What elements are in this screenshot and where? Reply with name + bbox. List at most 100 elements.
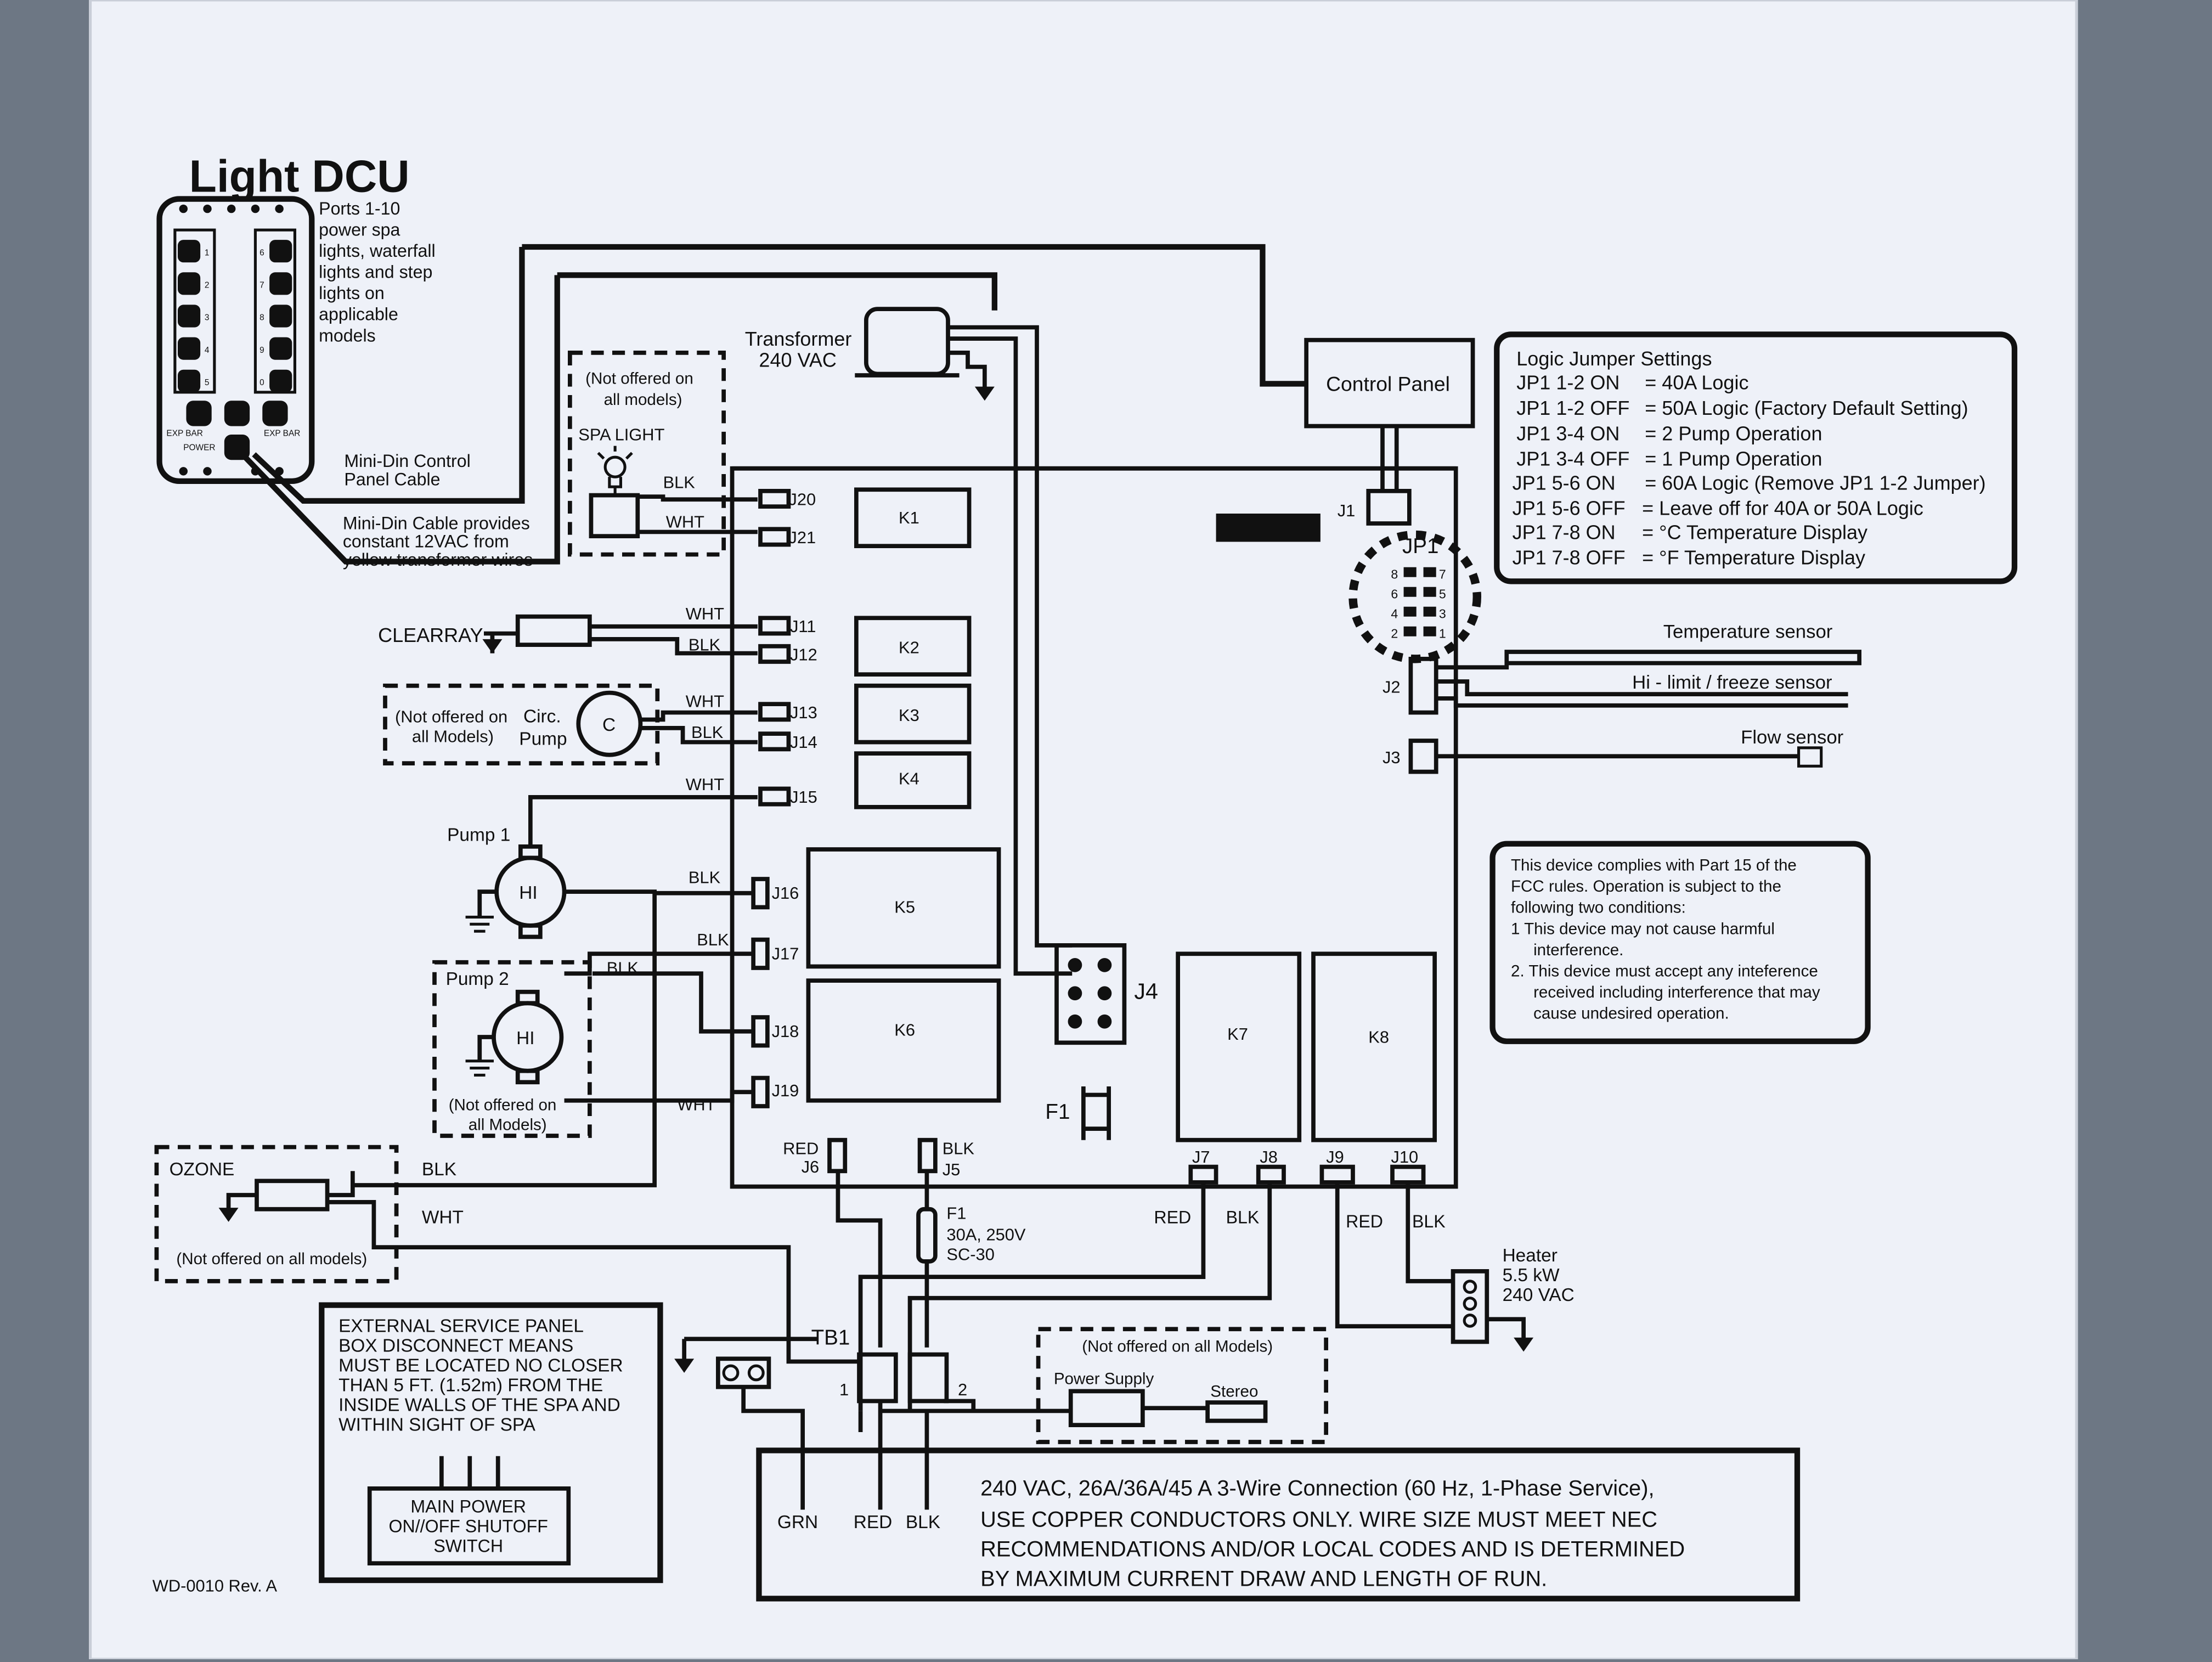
wire-label: WHT	[677, 1095, 715, 1114]
jumper-row-key: JP1 7-8 OFF	[1513, 547, 1626, 569]
circ-pump-motor	[576, 690, 643, 757]
j4-label: J4	[1134, 979, 1158, 1004]
j13-label: J13	[790, 703, 817, 722]
jumper-row-value: = °C Temperature Display	[1642, 521, 1867, 543]
dcu-port-icon	[269, 240, 292, 263]
tb1-terminal-2	[907, 1352, 949, 1404]
dcu-port-icon	[178, 305, 201, 328]
j15-label: J15	[790, 787, 817, 807]
j17-label: J17	[772, 944, 799, 964]
j1-connector	[1366, 489, 1412, 526]
dcu-port-icon	[269, 369, 292, 392]
circ-note: (Not offered on	[395, 707, 507, 726]
control-panel-label: Control Panel	[1326, 372, 1450, 395]
control-panel-box	[1304, 337, 1475, 429]
heater	[1451, 1269, 1489, 1344]
port-number: 3	[205, 313, 210, 323]
heater-label: Heater	[1503, 1246, 1558, 1266]
j4-connector	[1054, 943, 1127, 1045]
wire-label: GRN	[777, 1512, 818, 1533]
heater-voltage: 240 VAC	[1503, 1285, 1575, 1305]
j13-connector	[758, 702, 791, 722]
logic-jumper-title: Logic Jumper Settings	[1516, 347, 1712, 370]
fcc-line: received including interference that may	[1511, 983, 1820, 1001]
circ-pump-dashed-box	[383, 683, 660, 766]
wire-label: WHT	[666, 512, 704, 532]
port-number: 0	[259, 378, 264, 387]
heater-ground-icon	[1514, 1337, 1534, 1352]
clearray-unit	[515, 614, 592, 647]
options-dashed-box	[1036, 1327, 1328, 1444]
port-number: 7	[259, 281, 264, 290]
pump2-ground-icon	[465, 1060, 494, 1077]
relay-k4	[854, 751, 972, 809]
k3-label: K3	[899, 706, 919, 725]
light-bulb-icon	[597, 446, 633, 495]
wire-label: BLK	[943, 1139, 975, 1158]
spa-light-dashed-box	[568, 351, 726, 557]
mini-din-control-text: Mini-Din Control	[344, 451, 470, 471]
transformer-ground-icon	[974, 386, 995, 401]
ozone-note: (Not offered on all models)	[176, 1250, 367, 1268]
jp1-pin: 2	[1391, 626, 1398, 640]
k1-label: K1	[899, 508, 919, 527]
jumper-row-key: JP1 7-8 ON	[1513, 521, 1616, 543]
tb1-terminal-1	[857, 1352, 898, 1404]
wire-label: BLK	[906, 1512, 940, 1533]
wire-label: RED	[783, 1139, 819, 1158]
dcu-power-cable	[235, 272, 998, 565]
jumper-row-value: = 60A Logic (Remove JP1 1-2 Jumper)	[1645, 471, 1985, 494]
power-supply-label: Power Supply	[1054, 1370, 1154, 1388]
service-text: USE COPPER CONDUCTORS ONLY. WIRE SIZE MU…	[980, 1507, 1657, 1531]
jp1-pin: 3	[1439, 606, 1446, 621]
mini-din-cable-text: constant 12VAC from	[343, 532, 509, 551]
wire-label: RED	[1346, 1212, 1383, 1231]
flow-sensor-label: Flow sensor	[1741, 727, 1843, 748]
port-number: 6	[259, 248, 264, 257]
jp1-pin: 6	[1391, 587, 1398, 601]
wire-label: BLK	[697, 930, 729, 949]
pump2-label: Pump 2	[446, 969, 509, 989]
wire-label: WHT	[422, 1207, 464, 1227]
exp-bar-label: EXP BAR	[264, 429, 301, 438]
stereo-label: Stereo	[1210, 1383, 1258, 1401]
external-panel-text: THAN 5 FT. (1.52m) FROM THE	[338, 1375, 603, 1395]
j21-label: J21	[788, 528, 816, 547]
j3-label: J3	[1383, 748, 1401, 767]
jp1-pin: 7	[1439, 567, 1446, 581]
exp-bar-label: EXP BAR	[166, 429, 203, 438]
wire-label: BLK	[1226, 1207, 1260, 1227]
j15-connector	[758, 786, 791, 807]
stereo	[1205, 1400, 1268, 1423]
service-requirement-box	[756, 1447, 1801, 1602]
fcc-line: This device complies with Part 15 of the	[1511, 857, 1797, 875]
j11-label: J11	[790, 617, 816, 636]
external-panel-text: BOX DISCONNECT MEANS	[338, 1336, 573, 1356]
j1-label: J1	[1338, 501, 1356, 520]
jumper-row-key: JP1 3-4 ON	[1516, 422, 1620, 444]
external-panel-text: EXTERNAL SERVICE PANEL	[338, 1316, 584, 1336]
spa-light-label: SPA LIGHT	[578, 425, 664, 444]
jumper-row-value: = 2 Pump Operation	[1645, 422, 1822, 444]
power-label: POWER	[183, 443, 215, 452]
logic-jumper-box	[1494, 331, 2018, 584]
jp1-label: JP1	[1402, 534, 1438, 558]
jumper-row-value: = °F Temperature Display	[1642, 547, 1865, 569]
tb1-label: TB1	[811, 1326, 850, 1350]
port-number: 9	[259, 346, 264, 355]
jp1-pin: 8	[1391, 567, 1398, 581]
fuse-spec: SC-30	[946, 1244, 994, 1264]
j5-label: J5	[943, 1160, 961, 1179]
ports-text-4: lights and step	[319, 262, 432, 282]
transformer-label: Transformer	[745, 328, 852, 350]
panel-ground-icon	[674, 1359, 695, 1373]
j14-connector	[758, 731, 791, 752]
dcu-port-icon	[178, 240, 201, 263]
dcu-control-port-icon	[224, 401, 250, 426]
fcc-line: interference.	[1511, 941, 1623, 959]
j14-label: J14	[790, 733, 817, 752]
k8-label: K8	[1368, 1027, 1389, 1046]
document-id: WD-0010 Rev. A	[153, 1576, 278, 1596]
j6-label: J6	[802, 1157, 820, 1176]
